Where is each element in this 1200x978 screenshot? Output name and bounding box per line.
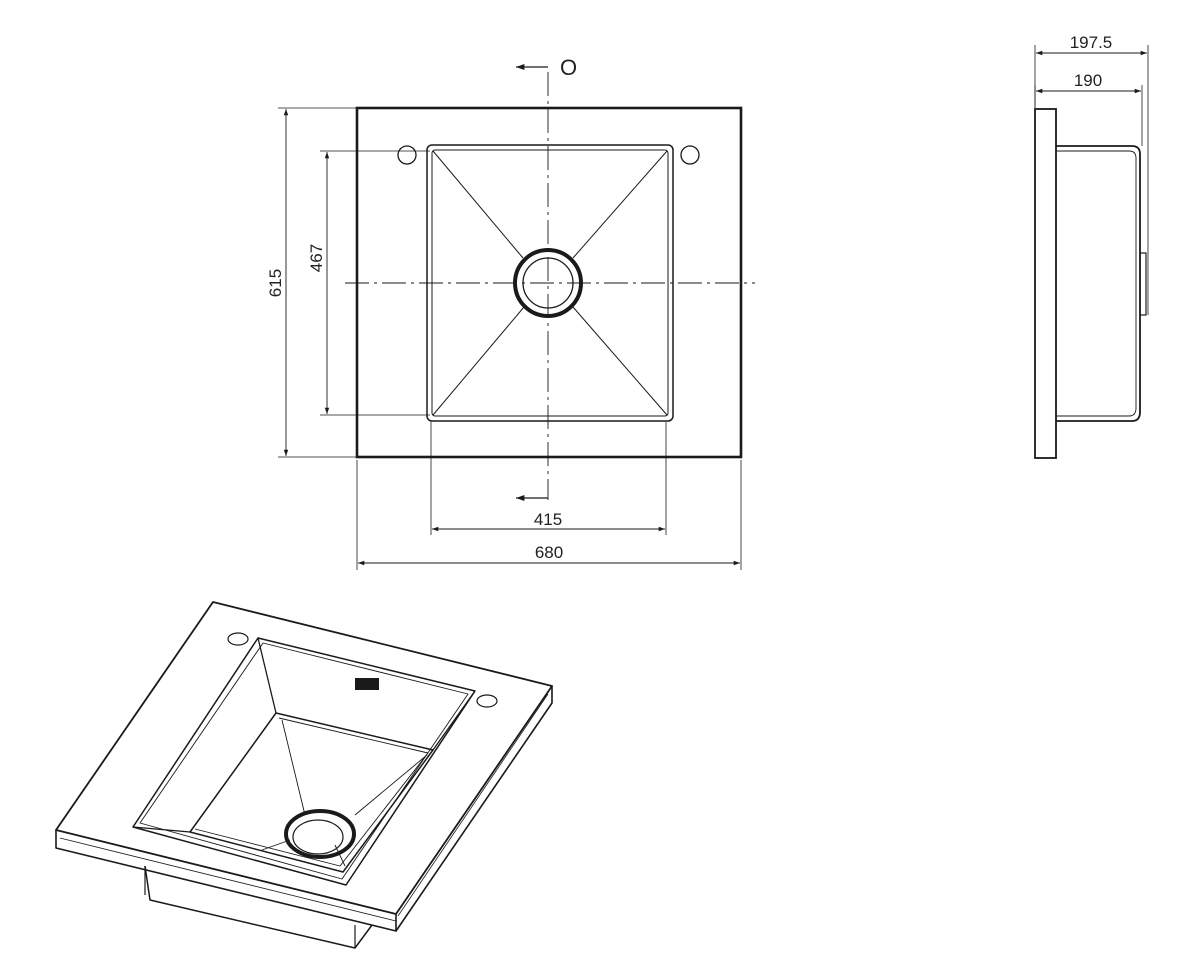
top-view	[278, 64, 755, 570]
bowl-corner-edge	[132, 826, 191, 833]
bowl-rim-inner	[139, 642, 469, 880]
slope-line	[281, 719, 306, 816]
slab-right-face	[395, 686, 553, 932]
bowl-bottom-inner	[194, 717, 429, 867]
dimension-label-415: 415	[534, 510, 562, 529]
drain-outer	[284, 809, 356, 859]
dimension-label-615: 615	[266, 269, 285, 297]
overflow-slot	[355, 678, 379, 690]
side-view	[1034, 45, 1149, 459]
slope-line	[432, 306, 525, 416]
dimension-label-190: 190	[1074, 71, 1102, 90]
bowl-corner-edge	[257, 637, 277, 714]
drain-stub	[1139, 252, 1147, 316]
tap-hole-left	[397, 145, 417, 165]
bowl-underside	[144, 865, 373, 949]
slab-edge	[397, 693, 549, 917]
dimension-label-197-5: 197.5	[1070, 33, 1113, 52]
slab-edge	[59, 837, 397, 922]
slope-line	[572, 150, 668, 259]
bowl-corner-edge	[432, 690, 476, 751]
slope-line	[572, 306, 668, 416]
dimension-label-680: 680	[535, 543, 563, 562]
slab-front-face	[55, 830, 397, 932]
bowl-rim-outer	[132, 637, 476, 886]
bowl-body	[1056, 145, 1141, 422]
drain-inner	[292, 819, 344, 855]
countertop-outline	[355, 106, 743, 459]
slope-line	[261, 839, 291, 851]
dimension-label-467: 467	[307, 244, 326, 272]
tap-hole-right	[476, 694, 498, 708]
slope-line	[354, 754, 428, 816]
bowl-body-inner	[1056, 150, 1137, 417]
countertop-section	[1034, 108, 1057, 459]
section-marker-label: O	[560, 55, 577, 80]
bowl-bottom	[189, 712, 434, 873]
tap-hole-right	[680, 145, 700, 165]
tap-hole-left	[227, 632, 249, 646]
slope-line	[432, 150, 524, 259]
isometric-view	[55, 601, 553, 949]
